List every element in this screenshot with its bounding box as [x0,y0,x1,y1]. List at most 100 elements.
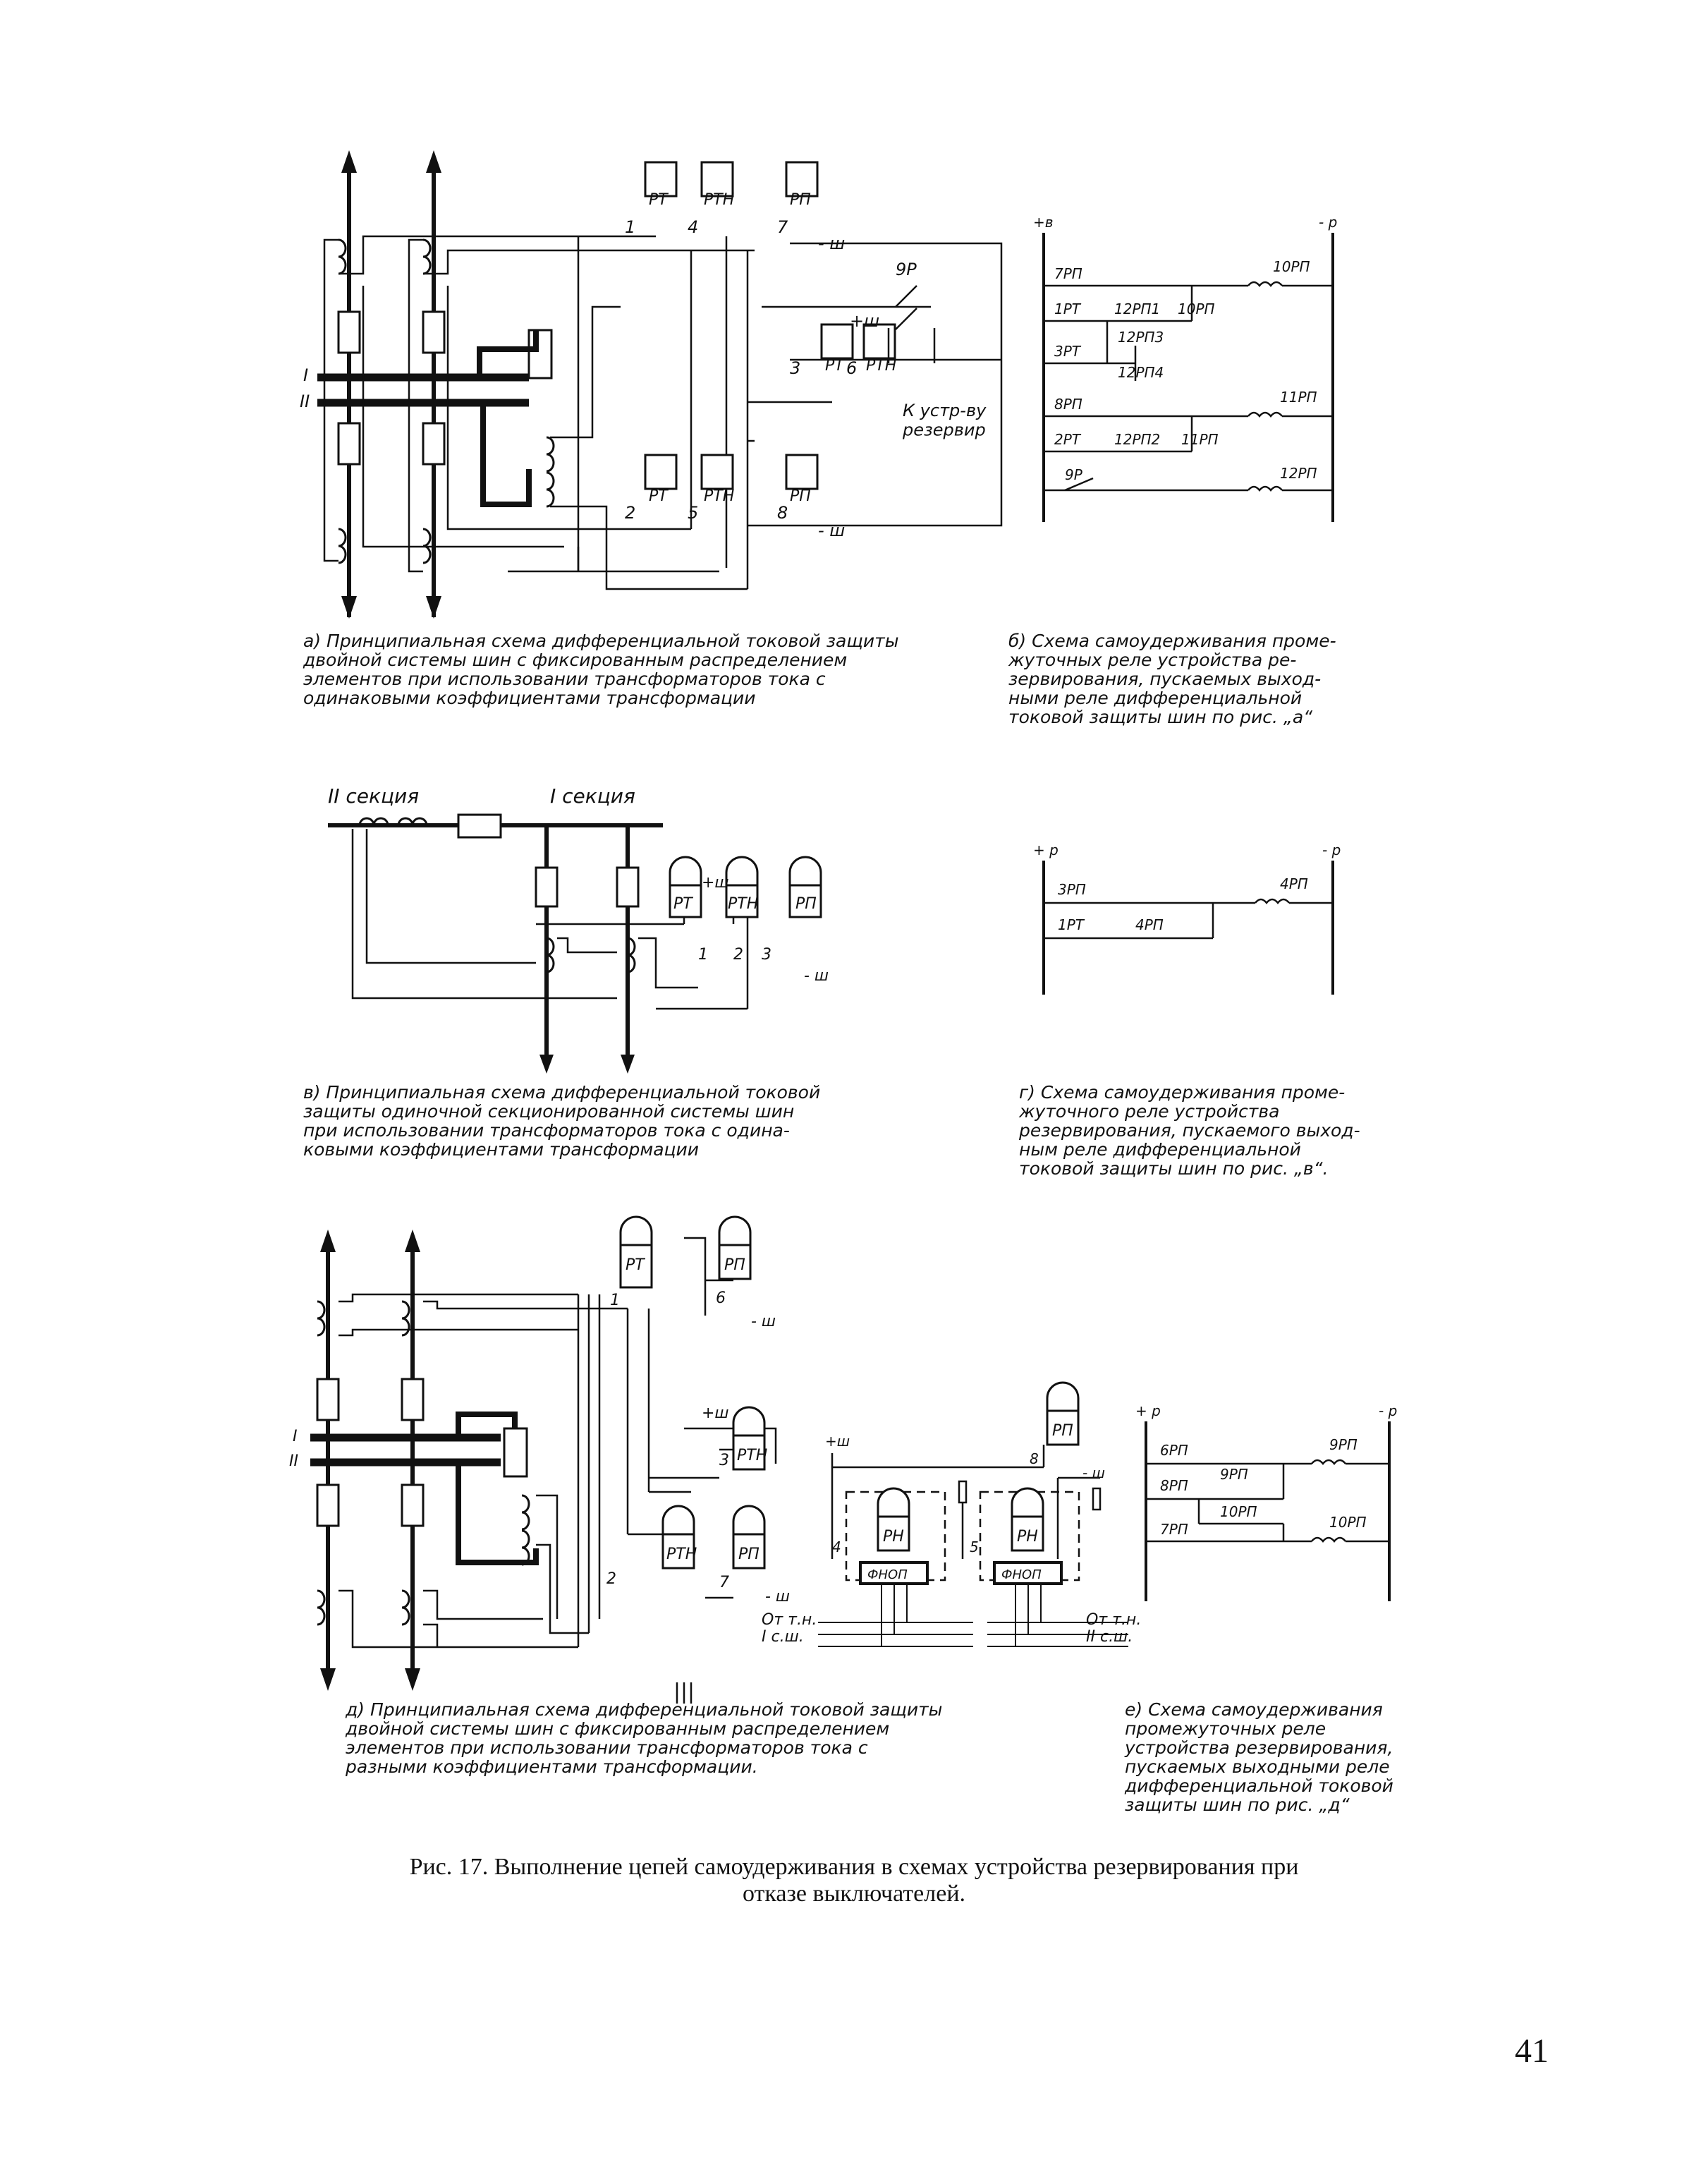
svg-text:9РП: 9РП [1329,1436,1358,1453]
relay-rp-e [1046,1381,1080,1446]
svg-text:РТН: РТН [737,1447,767,1464]
wiring [323,235,1003,590]
svg-text:5: 5 [688,503,698,523]
svg-text:РТ: РТ [649,191,669,209]
svg-text:РТН: РТН [704,487,734,505]
svg-text:6РП: 6РП [1160,1442,1188,1459]
cts-v [358,817,636,973]
caption-d: д) Принципиальная схема дифференциальной… [346,1699,943,1777]
svg-text:10РП: 10РП [1329,1514,1367,1531]
from-tn-ii: От т.н. II с.ш. [1086,1611,1142,1646]
svg-text:8: 8 [777,503,788,523]
svg-text:8РП: 8РП [1054,396,1082,413]
svg-text:9РП: 9РП [1220,1466,1248,1483]
caption-g: г) Схема самоудерживания проме- жуточног… [1019,1082,1360,1179]
svg-text:2: 2 [606,1570,616,1588]
svg-text:I: I [303,365,308,385]
svg-text:РТН: РТН [866,357,896,375]
rungs-g [1044,898,1333,940]
bus-conn-d [456,1412,539,1565]
phase-lines-e [818,1584,1128,1647]
wiring-d [338,1237,777,1704]
svg-text:11РП: 11РП [1280,389,1317,406]
svg-text:10РП: 10РП [1178,301,1215,317]
svg-text:11РП: 11РП [1181,431,1219,448]
caption-v: в) Принципиальная схема дифференциальной… [303,1082,821,1160]
rungs-e [1146,1459,1389,1543]
rails-g [1042,861,1334,995]
svg-text:9Р: 9Р [1065,466,1083,483]
svg-text:3РТ: 3РТ [1054,343,1082,360]
relays-v [669,856,822,918]
svg-text:РТН: РТН [728,895,758,913]
rails-e [1145,1421,1391,1601]
svg-text:РП: РП [795,895,817,913]
svg-text:- ш: - ш [818,233,845,253]
svg-text:1: 1 [698,946,708,964]
svg-text:6: 6 [846,358,857,378]
svg-text:+ р: + р [1033,842,1059,858]
svg-text:I секция: I секция [550,784,635,808]
svg-text:12РП: 12РП [1280,465,1317,482]
svg-text:РТ: РТ [825,357,845,375]
wiring-e [831,1445,1102,1559]
svg-text:9Р: 9Р [896,260,917,279]
labels-b: +в - р 7РП 10РП 1РТ 12РП1 10РП 12РП3 3РТ… [1033,214,1337,483]
svg-text:12РП2: 12РП2 [1114,431,1160,448]
svg-text:7РП: 7РП [1054,265,1082,282]
svg-text:7: 7 [719,1574,729,1591]
buses-d [310,1433,501,1467]
svg-text:- ш: - ш [1082,1464,1105,1481]
svg-text:3: 3 [762,946,771,964]
svg-text:1РТ: 1РТ [1054,301,1082,317]
caption-b: б) Схема самоудерживания проме- жуточных… [1008,631,1336,727]
feeder-lines [347,166,436,617]
svg-text:+ш: +ш [850,311,879,331]
relay-labels: РТ РТН РП РТ РТН РТ РТН РП [649,191,896,505]
svg-text:+в: +в [1033,214,1054,231]
svg-text:РН: РН [1017,1528,1038,1546]
svg-text:4РП: 4РП [1280,875,1308,892]
svg-text:2: 2 [625,503,635,523]
labels-g: + р - р 3РП 4РП 1РТ 4РП [1033,842,1341,933]
svg-text:5: 5 [970,1538,979,1555]
svg-text:- р: - р [1322,842,1341,858]
breakers-d [316,1378,528,1527]
svg-text:1: 1 [610,1292,620,1309]
svg-text:ФНОП: ФНОП [867,1567,908,1582]
svg-text:- р: - р [1379,1402,1397,1419]
bus-bars [317,373,529,407]
svg-text:II: II [300,391,310,411]
wiring-v [351,829,749,1010]
svg-text:ФНОП: ФНОП [1001,1567,1042,1582]
bus-connection [477,330,539,507]
relays-d [619,1215,766,1570]
svg-text:+ш: +ш [702,874,729,892]
svg-text:РТ: РТ [649,487,669,505]
svg-text:II: II [289,1452,298,1470]
svg-text:- ш: - ш [765,1588,790,1605]
rungs-b [1044,281,1333,492]
diagram-g: + р - р 3РП 4РП 1РТ 4РП [1023,839,1361,1002]
svg-text:РП: РП [790,487,811,505]
svg-text:3: 3 [790,358,800,378]
svg-text:7: 7 [777,217,788,237]
svg-text:РТ: РТ [673,895,693,913]
svg-text:8РП: 8РП [1160,1477,1188,1494]
svg-text:+ р: + р [1135,1402,1161,1419]
current-transformers [338,238,555,564]
svg-text:РП: РП [724,1256,745,1274]
labels-v: РТ РТН РП II секция I секция +ш 1 2 3 - … [328,784,829,985]
svg-text:- ш: - ш [818,521,845,540]
svg-text:РП: РП [1052,1422,1073,1440]
labels-a: I II 1 2 3 4 5 6 7 8 - ш - ш +ш 9Р К уст… [300,217,987,540]
svg-text:I: I [293,1428,298,1445]
svg-text:2: 2 [733,946,743,964]
svg-text:1: 1 [625,217,635,237]
svg-text:3: 3 [719,1452,729,1469]
relay-symbols [644,161,896,490]
relays-rn-e [877,1487,1044,1552]
page-number: 41 [1515,2032,1549,2070]
svg-text:РТН: РТН [704,191,734,209]
